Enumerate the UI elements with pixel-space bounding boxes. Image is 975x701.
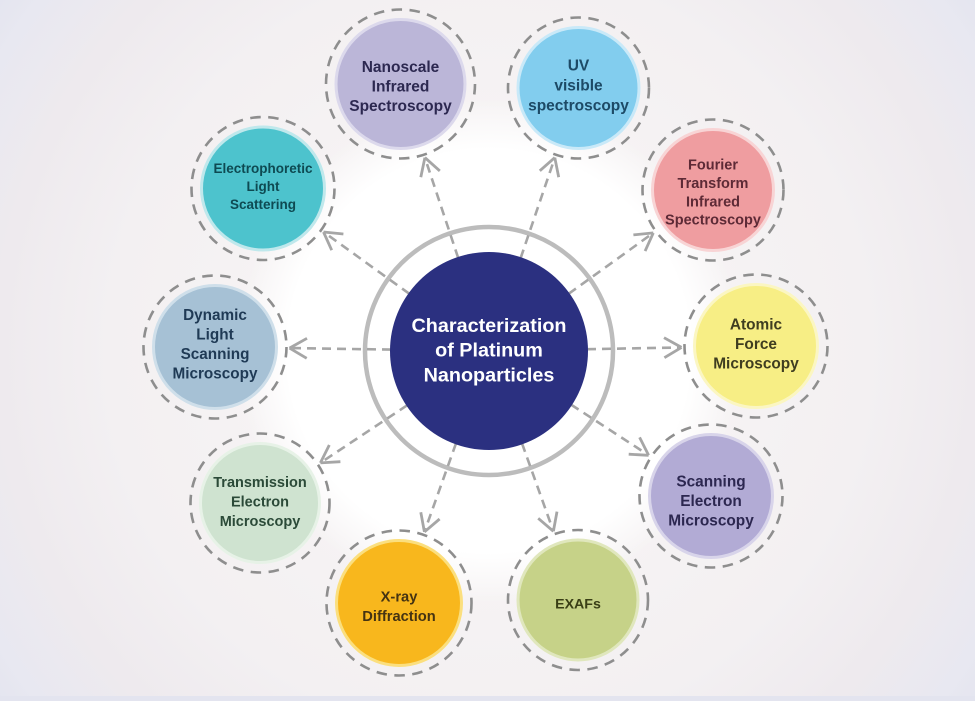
svg-text:Electron: Electron: [231, 495, 289, 511]
svg-text:Force: Force: [735, 336, 777, 353]
svg-text:Transmission: Transmission: [213, 475, 306, 491]
svg-text:Dynamic: Dynamic: [183, 307, 247, 324]
svg-text:UV: UV: [568, 57, 590, 74]
svg-text:Microscopy: Microscopy: [668, 512, 754, 529]
svg-text:Spectroscopy: Spectroscopy: [665, 213, 761, 229]
svg-text:Infrared: Infrared: [686, 194, 740, 210]
svg-text:Scattering: Scattering: [230, 197, 296, 212]
svg-text:Infrared: Infrared: [372, 79, 430, 96]
svg-text:X-ray: X-ray: [381, 589, 419, 605]
svg-text:Microscopy: Microscopy: [713, 356, 799, 373]
svg-text:Light: Light: [196, 327, 233, 344]
svg-text:Transform: Transform: [678, 176, 749, 192]
svg-text:Electrophoretic: Electrophoretic: [213, 161, 313, 176]
svg-text:Atomic: Atomic: [730, 317, 783, 334]
svg-text:Fourier: Fourier: [688, 158, 738, 174]
svg-text:visible: visible: [554, 77, 603, 94]
svg-text:Nanoparticles: Nanoparticles: [424, 365, 555, 387]
svg-text:Electron: Electron: [680, 493, 742, 510]
svg-text:Diffraction: Diffraction: [362, 609, 435, 625]
svg-text:Light: Light: [247, 179, 280, 194]
svg-text:Microscopy: Microscopy: [220, 514, 301, 530]
svg-text:EXAFs: EXAFs: [555, 597, 601, 613]
svg-text:Scanning: Scanning: [676, 473, 745, 490]
svg-text:Scanning: Scanning: [181, 346, 250, 363]
svg-text:Microscopy: Microscopy: [172, 366, 257, 383]
svg-text:Characterization: Characterization: [412, 315, 567, 337]
svg-text:of Platinum: of Platinum: [435, 340, 543, 362]
svg-text:Nanoscale: Nanoscale: [362, 59, 440, 76]
svg-text:spectroscopy: spectroscopy: [528, 97, 629, 114]
svg-text:Spectroscopy: Spectroscopy: [349, 98, 452, 115]
